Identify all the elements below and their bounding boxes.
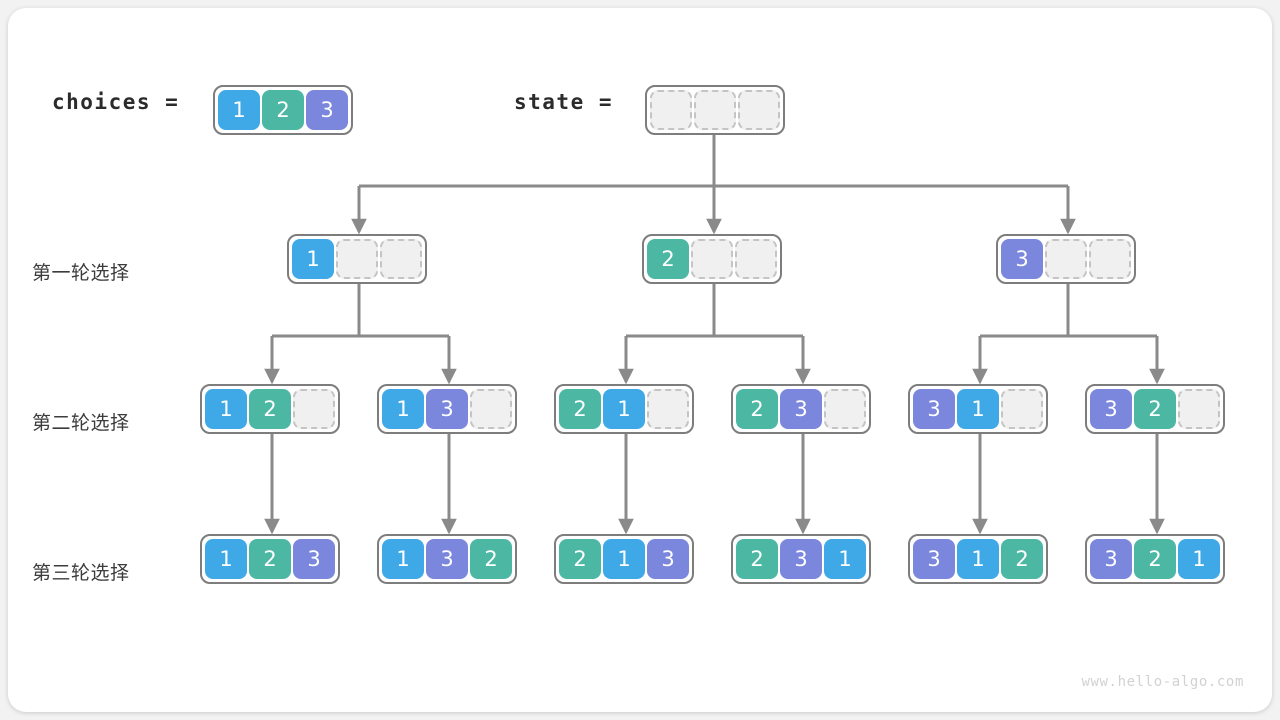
state-array (645, 85, 785, 135)
round-3-5-cell-1: 1 (957, 539, 999, 579)
round-2-6-cell-2 (1178, 389, 1220, 429)
round-3-2-cell-2: 2 (470, 539, 512, 579)
tree-edges (264, 130, 1165, 535)
round-1-3-cell-1 (1045, 239, 1087, 279)
round-1-1-cell-0: 1 (292, 239, 334, 279)
round-2-1-cell-1: 2 (249, 389, 291, 429)
round-3-6-cell-2: 1 (1178, 539, 1220, 579)
node-round-1-1: 1 (287, 234, 427, 284)
round-2-3-cell-0: 2 (559, 389, 601, 429)
round-3-4-cell-2: 1 (824, 539, 866, 579)
round-2-6-cell-0: 3 (1090, 389, 1132, 429)
round-3-3-cell-0: 2 (559, 539, 601, 579)
round-2-4-cell-0: 2 (736, 389, 778, 429)
round-2-3-cell-1: 1 (603, 389, 645, 429)
round-2-2-cell-0: 1 (382, 389, 424, 429)
state-cell-2 (738, 90, 780, 130)
choices-cell-2: 3 (306, 90, 348, 130)
node-round-1-3: 3 (996, 234, 1136, 284)
round-2-1-cell-2 (293, 389, 335, 429)
round-2-5-cell-2 (1001, 389, 1043, 429)
round-3-5-cell-0: 3 (913, 539, 955, 579)
row-label-round-2: 第二轮选择 (32, 412, 130, 434)
round-2-3-cell-2 (647, 389, 689, 429)
row-label-round-3: 第三轮选择 (32, 562, 130, 584)
round-3-1-cell-0: 1 (205, 539, 247, 579)
round-2-5-cell-1: 1 (957, 389, 999, 429)
round-3-4-cell-0: 2 (736, 539, 778, 579)
round-3-3-cell-1: 1 (603, 539, 645, 579)
round-3-6-cell-1: 2 (1134, 539, 1176, 579)
choices-label: choices = (52, 90, 180, 114)
round-2-2-cell-2 (470, 389, 512, 429)
round-3-3-cell-2: 3 (647, 539, 689, 579)
choices-cell-0: 1 (218, 90, 260, 130)
round-1-2-cell-2 (735, 239, 777, 279)
round-2-2-cell-1: 3 (426, 389, 468, 429)
round-2-5-cell-0: 3 (913, 389, 955, 429)
choices-cell-1: 2 (262, 90, 304, 130)
round-3-2-cell-0: 1 (382, 539, 424, 579)
node-round-1-2: 2 (642, 234, 782, 284)
round-1-1-cell-2 (380, 239, 422, 279)
round-2-4-cell-2 (824, 389, 866, 429)
round-2-4-cell-1: 3 (780, 389, 822, 429)
round-1-2-cell-0: 2 (647, 239, 689, 279)
round-2-6-cell-1: 2 (1134, 389, 1176, 429)
round-3-1-cell-2: 3 (293, 539, 335, 579)
round-3-2-cell-1: 3 (426, 539, 468, 579)
round-3-1-cell-1: 2 (249, 539, 291, 579)
watermark: www.hello-algo.com (1081, 674, 1244, 690)
round-3-4-cell-1: 3 (780, 539, 822, 579)
round-3-5-cell-2: 2 (1001, 539, 1043, 579)
state-cell-1 (694, 90, 736, 130)
round-1-1-cell-1 (336, 239, 378, 279)
round-1-3-cell-2 (1089, 239, 1131, 279)
row-label-round-1: 第一轮选择 (32, 262, 130, 284)
round-2-1-cell-0: 1 (205, 389, 247, 429)
state-cell-0 (650, 90, 692, 130)
round-1-3-cell-0: 3 (1001, 239, 1043, 279)
round-3-6-cell-0: 3 (1090, 539, 1132, 579)
state-label: state = (514, 90, 614, 114)
round-1-2-cell-1 (691, 239, 733, 279)
